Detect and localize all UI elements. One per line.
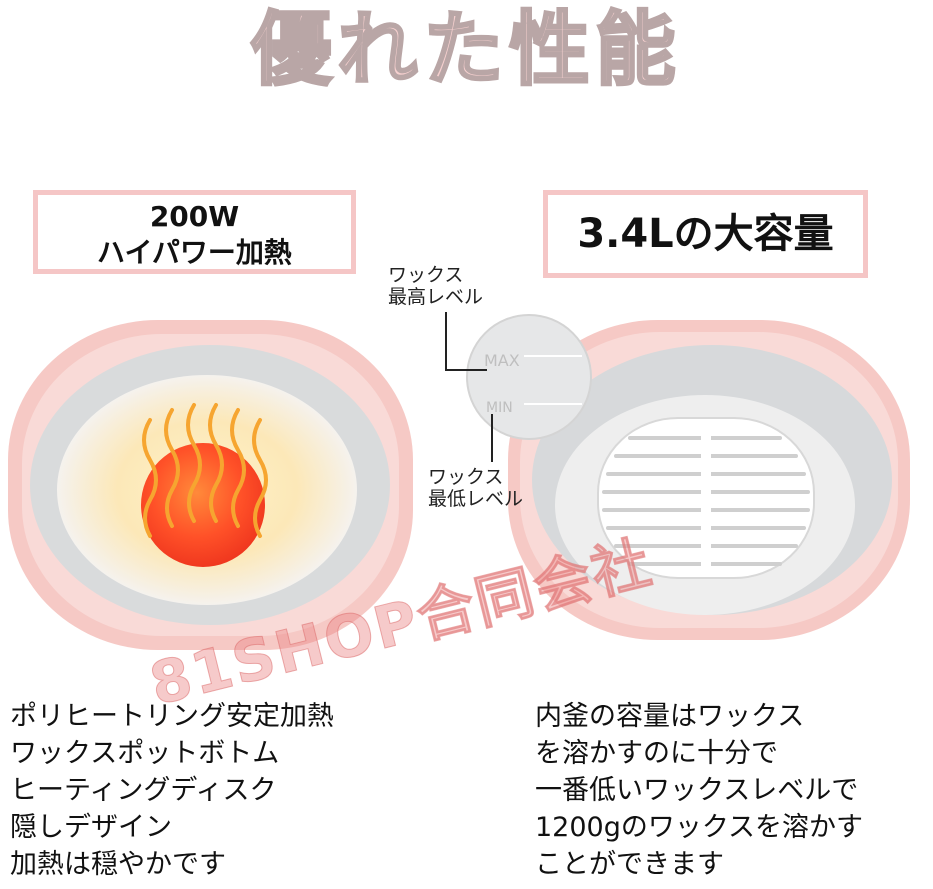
description-line: 一番低いワックスレベルで	[535, 775, 859, 806]
capacity-badge: 3.4Lの大容量	[543, 190, 868, 278]
heat-waves-icon	[142, 403, 268, 538]
level-marks-detail: MAX MIN	[466, 314, 592, 440]
min-level-line2: 最低レベル	[428, 488, 524, 510]
heater-pot-illustration	[8, 320, 413, 650]
power-value: 200W	[149, 200, 240, 233]
description-line: ヒーティングディスク	[10, 775, 277, 806]
capacity-description: 内釜の容量はワックス を溶かすのに十分で 一番低いワックスレベルで 1200gの…	[535, 698, 863, 883]
min-level-line1: ワックス	[428, 466, 504, 488]
min-level-callout: ワックス 最低レベル	[428, 466, 523, 510]
description-line: 内釜の容量はワックス	[535, 701, 805, 732]
description-line: 加熱は穏やかです	[10, 849, 226, 880]
max-mark: MAX	[484, 351, 520, 370]
description-line: を溶かすのに十分で	[535, 738, 778, 769]
description-line: 隠しデザイン	[10, 812, 172, 843]
page-title: 優れた性能	[250, 2, 682, 98]
heating-disc	[141, 443, 265, 567]
description-line: ワックスポットボトム	[10, 738, 280, 769]
heating-description: ポリヒートリング安定加熱 ワックスポットボトム ヒーティングディスク 隠しデザイ…	[10, 698, 334, 883]
min-mark: MIN	[486, 400, 513, 416]
description-line: ことができます	[535, 849, 724, 880]
description-line: 1200gのワックスを溶かす	[535, 812, 864, 843]
power-badge: 200W ハイパワー加熱	[33, 190, 356, 274]
wax-pot-illustration	[508, 320, 910, 640]
max-leader-horizontal	[445, 369, 487, 371]
min-leader-vertical	[491, 414, 493, 462]
max-leader-vertical	[445, 312, 447, 370]
max-level-line1: ワックス	[388, 264, 464, 286]
max-level-line2: 最高レベル	[388, 286, 484, 308]
power-caption: ハイパワー加熱	[97, 236, 292, 269]
description-line: ポリヒートリング安定加熱	[10, 701, 334, 732]
max-level-callout: ワックス 最高レベル	[388, 264, 483, 308]
